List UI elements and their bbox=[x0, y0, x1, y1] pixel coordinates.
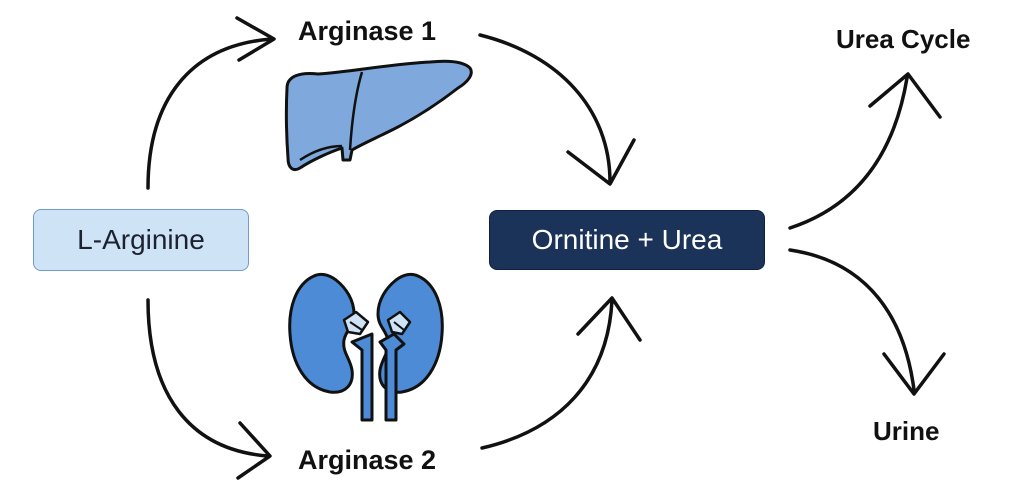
urine-label: Urine bbox=[873, 416, 940, 446]
l-arginine-box: L-Arginine bbox=[33, 209, 249, 271]
arrow-larg-to-arginase2 bbox=[146, 298, 270, 458]
l-arginine-label: L-Arginine bbox=[77, 224, 205, 255]
arrow-larg-to-arginase1 bbox=[146, 37, 274, 190]
arrow-arginase1-to-product bbox=[478, 33, 612, 184]
arrow-product-to-urine-head bbox=[882, 352, 946, 396]
arrow-product-to-urea-cycle-head bbox=[868, 72, 942, 119]
kidneys-icon bbox=[288, 272, 444, 422]
arrow-product-to-urea-cycle bbox=[788, 76, 909, 230]
arginase-2-label: Arginase 2 bbox=[298, 445, 437, 475]
liver-icon bbox=[284, 59, 473, 172]
arrow-product-to-urine bbox=[788, 248, 916, 392]
ornitine-urea-box: Ornitine + Urea bbox=[489, 210, 765, 270]
arrow-arginase2-to-product-head bbox=[576, 296, 642, 342]
arrow-larg-to-arginase2-head bbox=[236, 421, 272, 480]
ornitine-urea-label: Ornitine + Urea bbox=[531, 224, 723, 255]
arrow-arginase2-to-product bbox=[480, 298, 614, 450]
arrow-arginase1-to-product-head bbox=[566, 138, 636, 186]
urea-cycle-label: Urea Cycle bbox=[836, 24, 971, 54]
arginase-1-label: Arginase 1 bbox=[298, 16, 437, 46]
arrow-larg-to-arginase1-head bbox=[235, 16, 276, 62]
